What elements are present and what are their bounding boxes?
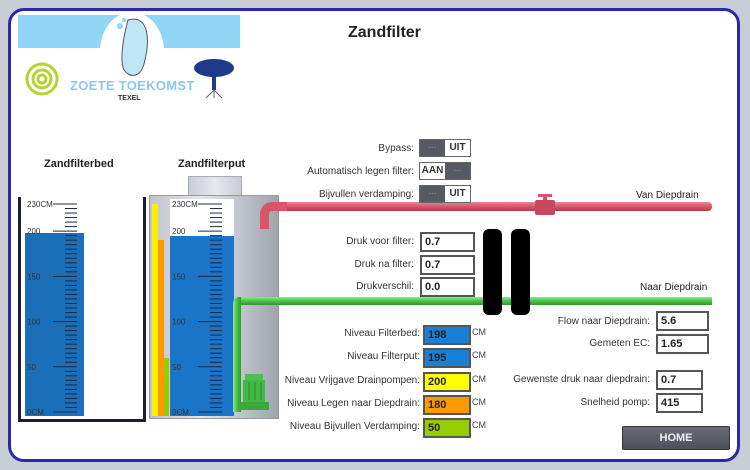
- level-unit: CM: [472, 420, 486, 430]
- level-label: Niveau Filterbed:: [344, 328, 420, 339]
- naar-pipe-vertical: [233, 297, 241, 412]
- ec-value: 1.65: [656, 334, 709, 354]
- spiral-icon: [24, 62, 60, 101]
- level-value[interactable]: 200: [423, 372, 471, 392]
- filterbed-tank: [18, 197, 146, 422]
- level-unit: CM: [472, 374, 486, 384]
- pump-icon: [237, 370, 271, 419]
- filterput-label: Zandfilterput: [178, 158, 246, 170]
- auto-legen-label: Automatisch legen filter:: [307, 166, 414, 177]
- drukverschil-value: 0.0: [420, 277, 475, 297]
- van-pipe-bend: [260, 202, 287, 229]
- scale-label: 150: [172, 272, 186, 281]
- bijvullen-label: Bijvullen verdamping:: [318, 189, 414, 200]
- gewenste-druk-label: Gewenste druk naar diepdrain:: [513, 374, 650, 385]
- filterbed-scale: 230CM 200 150 100 50 0CM: [27, 200, 77, 415]
- level-value: 195: [423, 348, 471, 368]
- page-title: Zandfilter: [348, 24, 421, 41]
- naar-diepdrain-label: Naar Diepdrain: [640, 282, 708, 293]
- filter-unit-1: [483, 229, 502, 315]
- logo-text: ZOETE TOEKOMST: [70, 78, 195, 93]
- level-label: Niveau Vrijgave Drainpompen:: [284, 375, 420, 386]
- snelheid-pomp-value: 415: [656, 393, 703, 413]
- flow-value: 5.6: [656, 311, 709, 331]
- bypass-toggle[interactable]: ···UIT: [419, 139, 471, 157]
- level-label: Niveau Bijvullen Verdamping:: [289, 421, 420, 432]
- home-button[interactable]: HOME: [622, 426, 730, 450]
- scale-label: 100: [27, 318, 41, 327]
- naar-diepdrain-pipe: [240, 297, 712, 305]
- level-value: 198: [423, 325, 471, 345]
- level-label: Niveau Filterput:: [347, 351, 420, 362]
- scale-label: 230CM: [27, 200, 53, 209]
- filterbed-water-level: [25, 232, 84, 416]
- logo-island: [100, 12, 164, 90]
- scale-label: 200: [172, 227, 186, 236]
- van-diepdrain-pipe: [272, 202, 712, 211]
- level-label: Niveau Legen naar Diepdrain:: [287, 398, 420, 409]
- valve-icon[interactable]: [533, 194, 557, 223]
- druk-na-value: 0.7: [420, 255, 475, 275]
- snelheid-pomp-label: Snelheid pomp:: [580, 397, 651, 408]
- filterbed-label: Zandfilterbed: [44, 158, 114, 170]
- scale-label: 0CM: [172, 408, 189, 415]
- scale-label: 50: [172, 363, 181, 372]
- level-unit: CM: [472, 350, 486, 360]
- scale-label: 0CM: [27, 408, 44, 415]
- level-value[interactable]: 50: [423, 418, 471, 438]
- drukverschil-label: Drukverschil:: [356, 281, 414, 292]
- bijvullen-level-bar: [164, 357, 169, 416]
- filter-unit-2: [511, 229, 530, 315]
- druk-voor-value: 0.7: [420, 232, 475, 252]
- flow-label: Flow naar Diepdrain:: [557, 316, 650, 327]
- ec-label: Gemeten EC:: [589, 338, 650, 349]
- gewenste-druk-value[interactable]: 0.7: [656, 370, 703, 390]
- filterput-water-level: [170, 235, 234, 416]
- scale-label: 230CM: [172, 200, 198, 209]
- bijvullen-toggle[interactable]: ···UIT: [419, 185, 471, 203]
- druk-voor-label: Druk voor filter:: [346, 236, 414, 247]
- filterput-scale: 230CM 200 150 100 50 0CM: [172, 200, 222, 415]
- van-diepdrain-label: Van Diepdrain: [636, 190, 699, 201]
- level-unit: CM: [472, 397, 486, 407]
- bypass-label: Bypass:: [378, 143, 414, 154]
- level-value[interactable]: 180: [423, 395, 471, 415]
- tree-icon: [192, 56, 236, 105]
- scale-label: 50: [27, 363, 36, 372]
- level-unit: CM: [472, 327, 486, 337]
- vrijgave-level-bar: [152, 204, 158, 416]
- auto-legen-toggle[interactable]: AAN···: [419, 162, 471, 180]
- scale-label: 100: [172, 318, 186, 327]
- druk-na-label: Druk na filter:: [354, 259, 414, 270]
- scale-label: 150: [27, 272, 41, 281]
- scale-label: 200: [27, 227, 41, 236]
- legen-level-bar: [158, 240, 164, 416]
- logo-subtext: TEXEL: [118, 95, 141, 102]
